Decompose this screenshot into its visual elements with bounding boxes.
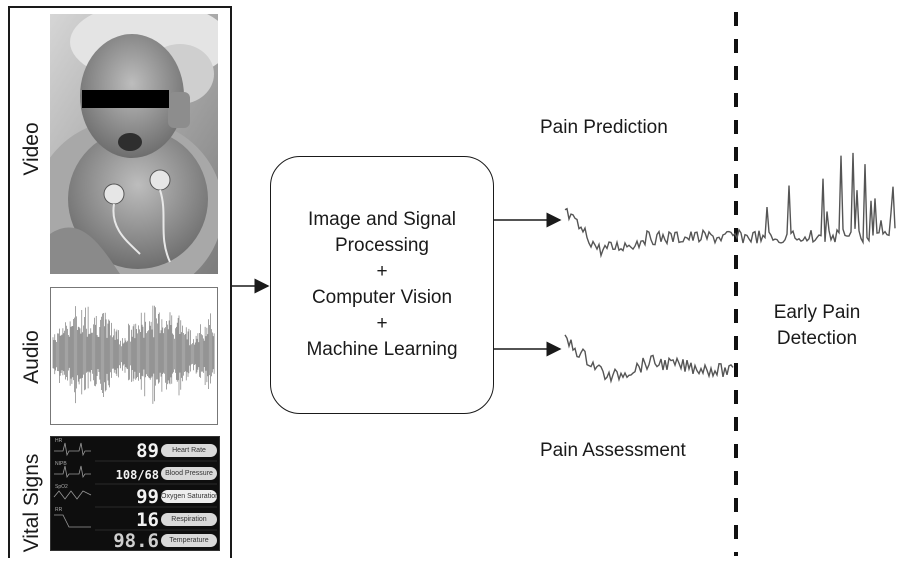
temperature-badge: Temperature — [161, 534, 217, 547]
oxygen-saturation-badge: Oxygen Saturation — [161, 490, 217, 503]
vital-row-blood-pressure: NIPB 108/68 Blood Pressure — [51, 461, 221, 485]
processing-line-4: Machine Learning — [306, 339, 458, 360]
processing-box: Image and Signal Processing + Computer V… — [270, 156, 494, 414]
vital-tag: HR — [55, 438, 63, 444]
pain-prediction-label: Pain Prediction — [540, 117, 668, 138]
respiration-value: 16 — [136, 509, 159, 531]
early-pain-detection-label: Early Pain Detection — [752, 300, 882, 352]
vital-row-temperature: 98.6 Temperature — [51, 530, 221, 552]
pain-assessment-signal — [564, 334, 734, 384]
processing-line-1: Image and Signal — [308, 209, 456, 230]
audio-waveform-plot — [52, 305, 215, 404]
vital-tag: NIPB — [55, 461, 67, 467]
early-detection-line-2: Detection — [776, 328, 858, 349]
plus-sign-1: + — [376, 261, 388, 282]
vital-tag: SpO2 — [55, 484, 68, 490]
processing-line-2: Processing — [335, 235, 429, 256]
vital-signs-monitor: HR 89 Heart Rate NIPB 108/68 Blood Press… — [50, 436, 221, 552]
processing-line-3: Computer Vision — [311, 287, 453, 308]
heart-rate-badge: Heart Rate — [161, 444, 217, 457]
respiration-badge: Respiration — [161, 513, 217, 526]
early-detection-line-1: Early Pain — [773, 302, 861, 323]
blood-pressure-badge: Blood Pressure — [161, 467, 217, 480]
audio-waveform — [50, 287, 218, 425]
vital-row-heart-rate: HR 89 Heart Rate — [51, 438, 221, 462]
plus-sign-2: + — [376, 313, 388, 334]
blood-pressure-value: 108/68 — [115, 468, 159, 482]
oxygen-saturation-value: 99 — [136, 486, 159, 508]
heart-rate-value: 89 — [136, 440, 159, 462]
vital-row-respiration: RR 16 Respiration — [51, 507, 221, 531]
pain-assessment-label: Pain Assessment — [540, 440, 686, 461]
vital-waveforms — [53, 442, 217, 531]
vital-tag: RR — [55, 507, 63, 513]
vital-row-oxygen-saturation: SpO2 99 Oxygen Saturation — [51, 484, 221, 508]
privacy-bar — [82, 90, 169, 108]
temperature-value: 98.6 — [113, 530, 159, 552]
input-panel — [8, 6, 232, 558]
pain-prediction-signal — [564, 152, 896, 259]
